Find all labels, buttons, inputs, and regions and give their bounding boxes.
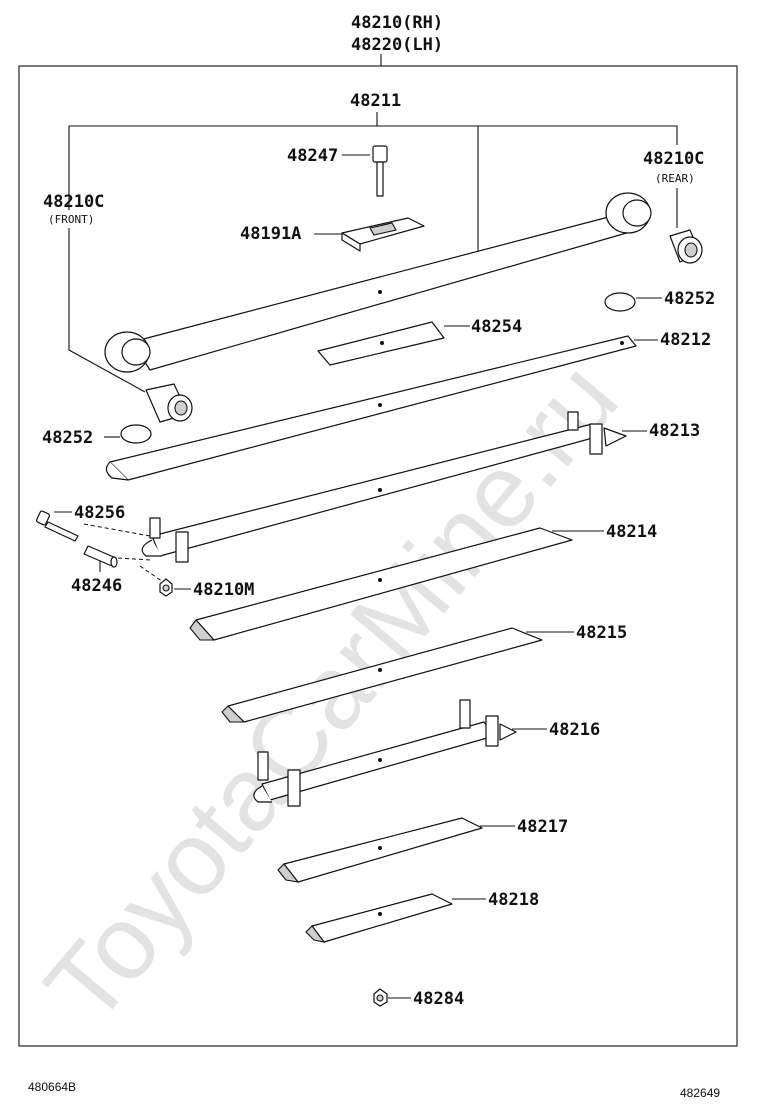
label-48246: 48246: [71, 576, 122, 596]
label-48212: 48212: [660, 330, 711, 350]
leaf-48217-part: [277, 817, 483, 883]
label-48252-right: 48252: [664, 289, 715, 309]
main-leaf-part: [104, 192, 652, 373]
center-bolt-part: [372, 145, 388, 197]
label-front-note: (FRONT): [48, 213, 94, 226]
diagram-frame: [18, 65, 738, 1047]
spacer-right-part: [604, 292, 636, 312]
clip-bolt-part: [35, 510, 79, 542]
leaf-48218-part: [305, 893, 453, 943]
label-48214: 48214: [606, 522, 657, 542]
insert-part: [317, 321, 445, 366]
label-48217: 48217: [517, 817, 568, 837]
rear-bushing-part: [669, 229, 703, 264]
clip-nut-part: [159, 578, 173, 597]
label-48216: 48216: [549, 720, 600, 740]
label-48247: 48247: [287, 146, 338, 166]
label-48210-rh: 48210(RH): [351, 13, 443, 33]
label-48210m: 48210M: [193, 580, 254, 600]
label-48252-left: 48252: [42, 428, 93, 448]
leaf-48214-part: [189, 527, 573, 641]
spacer-left-part: [120, 424, 152, 444]
leaf-48215-part: [221, 627, 543, 723]
clip-part: [341, 217, 425, 252]
footer-right-code: 482649: [680, 1086, 720, 1100]
label-48191a: 48191A: [240, 224, 301, 244]
label-48210c-front: 48210C: [43, 192, 104, 212]
label-48284: 48284: [413, 989, 464, 1009]
label-48215: 48215: [576, 623, 627, 643]
label-48220-lh: 48220(LH): [351, 35, 443, 55]
front-bushing-part: [145, 383, 193, 423]
center-nut-part: [373, 988, 388, 1007]
label-48218: 48218: [488, 890, 539, 910]
label-48256: 48256: [74, 503, 125, 523]
footer-left-code: 480664B: [28, 1080, 76, 1094]
label-rear-note: (REAR): [655, 172, 695, 185]
leaf-48212-part: [105, 335, 637, 481]
leaf-48213-part: [141, 411, 627, 563]
collar-part: [83, 545, 118, 568]
label-48213: 48213: [649, 421, 700, 441]
label-48254: 48254: [471, 317, 522, 337]
label-48210c-rear: 48210C: [643, 149, 704, 169]
label-48211: 48211: [350, 91, 401, 111]
leaf-48216-part: [253, 699, 517, 807]
